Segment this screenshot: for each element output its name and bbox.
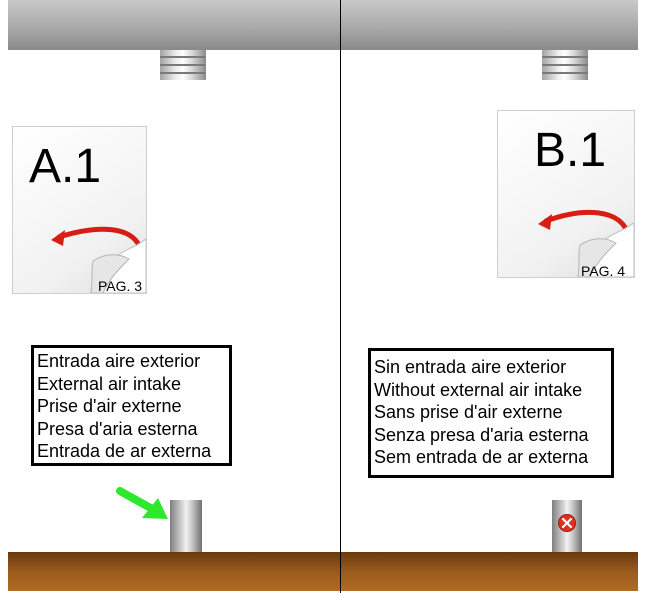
panel-divider bbox=[340, 0, 341, 593]
label-line: Entrada aire exterior bbox=[37, 351, 201, 371]
document-page-icon-a1[interactable]: A.1 PAG. 3 bbox=[12, 126, 147, 294]
doc-title-a1: A.1 bbox=[29, 140, 102, 193]
label-line: Entrada de ar externa bbox=[37, 441, 212, 461]
document-page-icon-b1[interactable]: B.1 PAG. 4 bbox=[497, 110, 635, 278]
curl-arrow-icon bbox=[51, 226, 146, 293]
doc-title-b1: B.1 bbox=[534, 124, 607, 177]
label-line: Prise d'air externe bbox=[37, 396, 182, 416]
green-arrow-icon bbox=[116, 487, 168, 519]
label-line: Sin entrada aire exterior bbox=[374, 357, 567, 377]
label-line: Sem entrada de ar externa bbox=[374, 447, 589, 467]
label-line: Without external air intake bbox=[374, 379, 583, 400]
label-box-external-intake: Entrada aire exterior External air intak… bbox=[31, 345, 232, 466]
ceiling bbox=[8, 0, 638, 50]
no-entry-icon bbox=[558, 514, 576, 532]
label-line: Sans prise d'air externe bbox=[374, 402, 563, 422]
air-intake-pipe-left bbox=[170, 500, 202, 552]
page-ref-b1: PAG. 4 bbox=[581, 263, 626, 279]
page-ref-a1: PAG. 3 bbox=[98, 278, 143, 294]
label-line: Presa d'aria esterna bbox=[37, 418, 198, 439]
label-box-no-external-intake: Sin entrada aire exterior Without extern… bbox=[368, 348, 614, 478]
ceiling-flue-collar-right bbox=[542, 50, 588, 80]
label-line: Senza presa d'aria esterna bbox=[374, 424, 589, 445]
label-line: External air intake bbox=[37, 373, 182, 394]
ceiling-flue-collar-left bbox=[160, 50, 206, 80]
floor bbox=[8, 552, 638, 591]
curl-arrow-icon bbox=[538, 209, 634, 277]
